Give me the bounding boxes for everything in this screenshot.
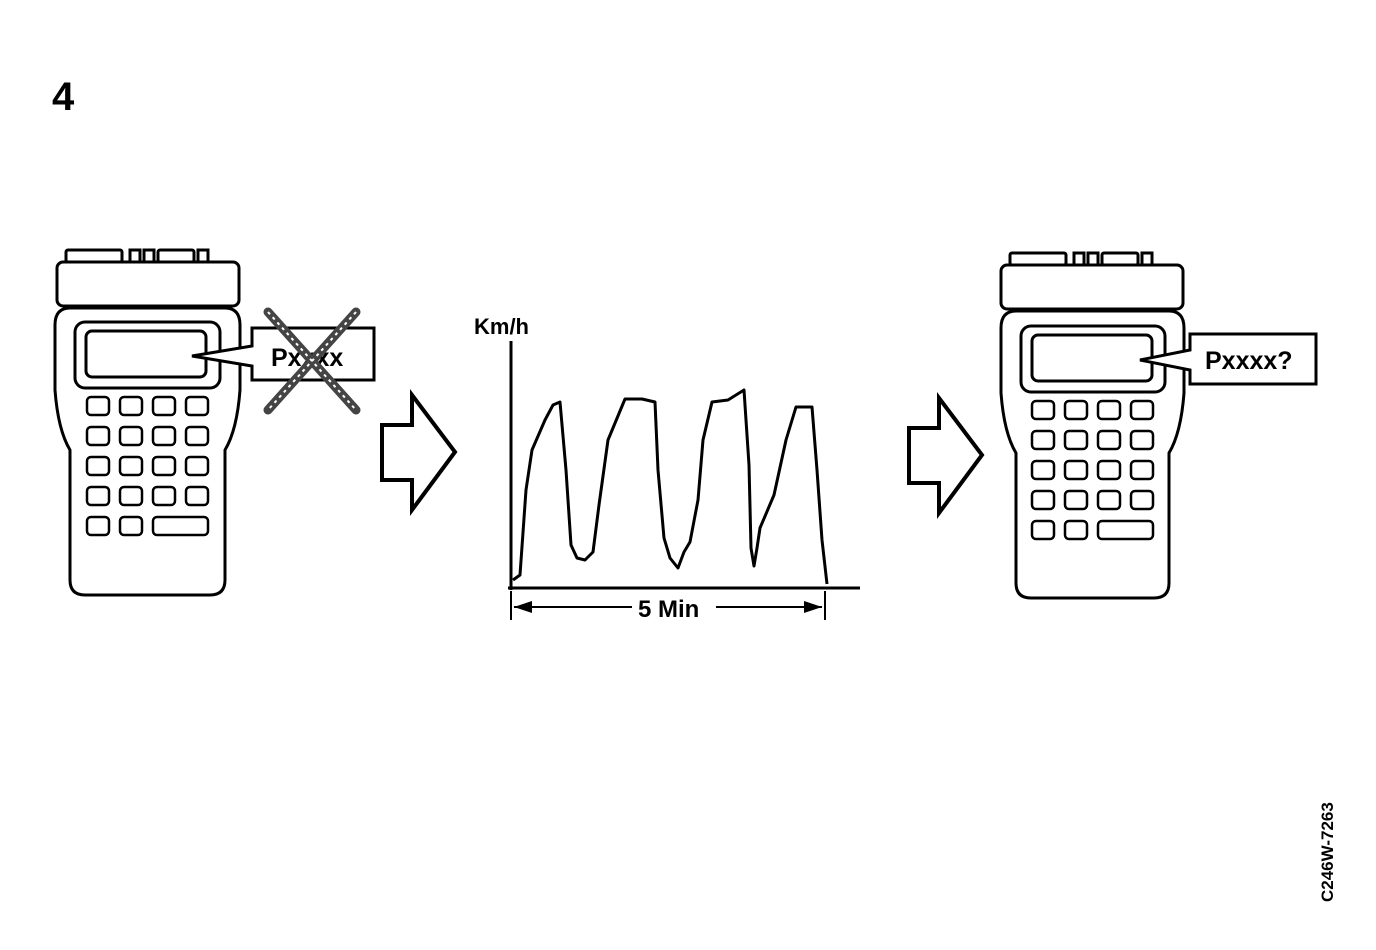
key — [1129, 459, 1155, 481]
tester-head-module — [999, 263, 1185, 311]
key — [85, 455, 111, 477]
key-wide — [1096, 519, 1155, 541]
connector-pin — [196, 248, 210, 264]
duration-arrowhead-right — [804, 601, 822, 613]
next-step-arrow — [380, 389, 458, 517]
key — [1063, 459, 1089, 481]
speed-graph: Km/h 5 Min — [474, 314, 860, 623]
tester-body — [999, 309, 1186, 600]
figure-reference-code: C246W-7263 — [1318, 802, 1337, 902]
left-scan-tool — [53, 248, 242, 597]
key — [1030, 399, 1056, 421]
key — [184, 395, 210, 417]
duration-arrowhead-left — [514, 601, 532, 613]
key — [1030, 459, 1056, 481]
key — [151, 455, 177, 477]
left-code-callout: Pxxxx — [191, 307, 376, 415]
callout-bubble — [1139, 332, 1318, 386]
key — [1129, 489, 1155, 511]
duration-label: 5 Min — [638, 596, 699, 623]
display-screen — [1030, 333, 1154, 383]
key — [118, 395, 144, 417]
right-scan-tool — [999, 251, 1186, 600]
connector-port — [64, 248, 124, 264]
connector-pin — [142, 248, 156, 264]
key — [1063, 429, 1089, 451]
key — [1096, 459, 1122, 481]
key — [118, 485, 144, 507]
key — [118, 425, 144, 447]
key — [184, 425, 210, 447]
connector-port — [156, 248, 196, 264]
key — [1129, 429, 1155, 451]
key — [1063, 519, 1089, 541]
key — [118, 455, 144, 477]
display-screen — [84, 329, 208, 379]
key — [1096, 399, 1122, 421]
key — [118, 515, 144, 537]
key — [151, 425, 177, 447]
key — [85, 425, 111, 447]
key — [85, 395, 111, 417]
key — [1096, 429, 1122, 451]
key — [1063, 489, 1089, 511]
tester-body — [53, 306, 242, 597]
connector-pin — [1086, 251, 1100, 267]
key — [184, 455, 210, 477]
right-code-callout: Pxxxx? — [1139, 332, 1318, 386]
key — [1030, 429, 1056, 451]
connector-pin — [128, 248, 142, 264]
key — [1030, 489, 1056, 511]
key — [184, 485, 210, 507]
y-axis-label: Km/h — [474, 314, 529, 339]
step-number: 4 — [52, 75, 75, 119]
key-wide — [151, 515, 210, 537]
key — [1096, 489, 1122, 511]
connector-port — [1008, 251, 1068, 267]
keypad — [1030, 399, 1155, 541]
tester-head-module — [55, 260, 241, 308]
key — [151, 485, 177, 507]
code-label: Pxxxx? — [1205, 347, 1293, 375]
key — [151, 395, 177, 417]
connector-pin — [1140, 251, 1154, 267]
keypad — [85, 395, 210, 537]
key — [1063, 399, 1089, 421]
key — [85, 485, 111, 507]
connector-port — [1100, 251, 1140, 267]
next-step-arrow — [907, 392, 985, 520]
speed-trace — [512, 388, 829, 585]
key — [1030, 519, 1056, 541]
key — [85, 515, 111, 537]
key — [1129, 399, 1155, 421]
connector-pin — [1072, 251, 1086, 267]
